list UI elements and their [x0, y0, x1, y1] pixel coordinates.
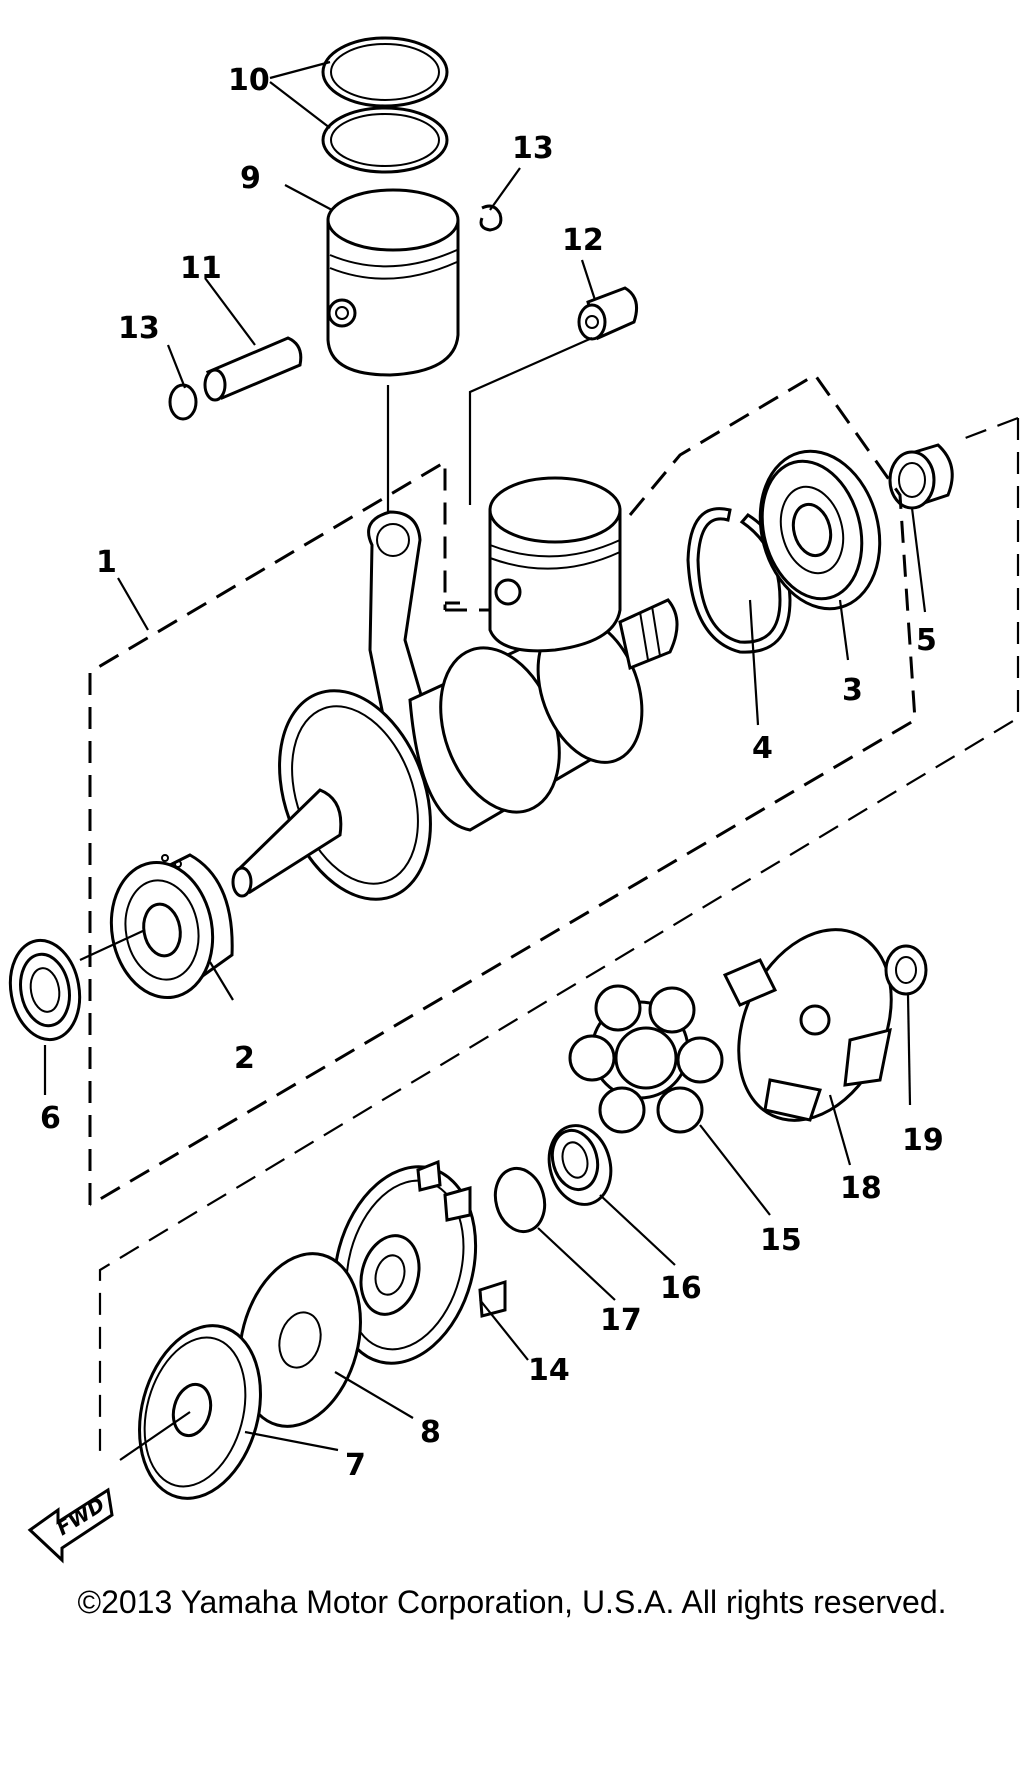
callout-numbers: 10 9 13 12 11 13 1 5 3 4 2 6 19 18 15 16… [40, 63, 944, 1483]
forward-direction-arrow: FWD [27, 1487, 114, 1564]
callout-14: 14 [528, 1353, 570, 1388]
piston [326, 188, 460, 377]
copyright-notice: ©2013 Yamaha Motor Corporation, U.S.A. A… [77, 1584, 947, 1620]
callout-16: 16 [660, 1271, 702, 1306]
piston-rings [321, 36, 449, 174]
callout-8: 8 [420, 1415, 441, 1450]
callout-5: 5 [916, 623, 937, 658]
main-bearing-left [109, 853, 234, 1000]
callout-15: 15 [760, 1223, 802, 1258]
coupling [332, 1159, 507, 1365]
callout-7: 7 [345, 1448, 366, 1483]
coupling-nut [547, 1124, 613, 1206]
piston-pin [203, 336, 303, 402]
callout-19: 19 [902, 1123, 944, 1158]
crank-assembly-outline [88, 459, 490, 1205]
o-ring [493, 1166, 547, 1234]
callout-12: 12 [562, 223, 604, 258]
crankshaft-assembly [231, 476, 679, 901]
callout-13-left: 13 [118, 311, 160, 346]
plate-washer [238, 1252, 362, 1428]
callout-6: 6 [40, 1101, 61, 1136]
spacer [138, 1324, 262, 1500]
leader-lines [43, 60, 927, 1461]
callout-17: 17 [600, 1303, 642, 1338]
callout-1: 1 [96, 545, 117, 580]
rubber-damper [568, 984, 724, 1134]
callout-13-right: 13 [512, 131, 554, 166]
callout-18: 18 [840, 1171, 882, 1206]
needle-bearing [577, 286, 638, 341]
callout-4: 4 [752, 731, 773, 766]
coupling-housing [722, 928, 893, 1122]
washer [884, 944, 928, 996]
callout-9: 9 [240, 161, 261, 196]
callout-11: 11 [180, 251, 222, 286]
crank-assembly-outline-right [89, 373, 917, 1207]
callout-2: 2 [234, 1041, 255, 1076]
coupling-group-outline [98, 416, 1020, 1452]
callout-10: 10 [228, 63, 270, 98]
circlip-left [168, 383, 198, 421]
callout-3: 3 [842, 673, 863, 708]
main-bearing-right [758, 449, 882, 611]
snap-ring [686, 507, 792, 654]
oil-seal-left [8, 938, 82, 1042]
